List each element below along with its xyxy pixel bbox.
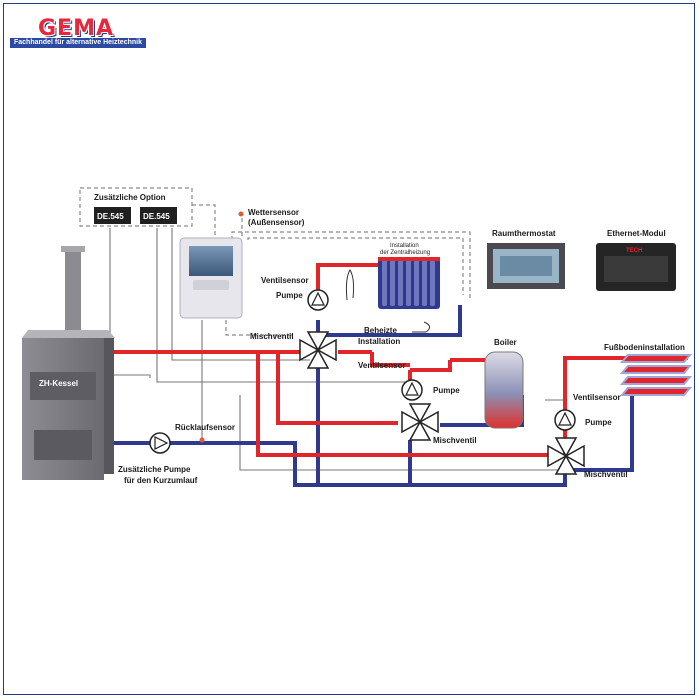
pump-1-label: Pumpe <box>276 291 303 300</box>
controller-unit <box>179 237 243 319</box>
circuit-2-components: Ventilsensor Pumpe Mischventil <box>358 361 477 445</box>
mixing-valve-2-icon <box>401 403 439 441</box>
pump-3-icon <box>554 409 576 431</box>
zh-kessel-label: ZH-Kessel <box>39 379 78 388</box>
circuit-3-components: Ventilsensor Pumpe Mischventil <box>547 393 628 479</box>
pump-3-label: Pumpe <box>585 418 612 427</box>
mixing-valve-2-label: Mischventil <box>433 436 477 445</box>
extra-pump-sublabel: für den Kurzumlauf <box>124 476 198 485</box>
pump-2-label: Pumpe <box>433 386 460 395</box>
mixing-valve-3-icon <box>547 437 585 475</box>
ethernet-brand-label: TECH <box>626 248 642 254</box>
optional-modules: Zusätzliche Option DE.545 DE.545 <box>94 193 177 224</box>
extra-pump: Zusätzliche Pumpe für den Kurzumlauf <box>118 432 198 485</box>
heated-installation-sublabel: Installation <box>358 337 400 346</box>
radiator-installation: Installation der Zentralheizung Beheizte… <box>345 243 440 346</box>
boiler-label: Boiler <box>494 338 517 347</box>
mixing-valve-3-label: Mischventil <box>584 470 628 479</box>
logo-wordmark: GEMA <box>38 16 115 41</box>
option-box-label: Zusätzliche Option <box>94 193 166 202</box>
pump-1-icon <box>307 289 329 311</box>
page-frame <box>3 3 695 695</box>
return-sensor: Rücklaufsensor <box>175 423 235 443</box>
mixing-valve-1-icon <box>299 331 337 369</box>
valve-sensor-1-label: Ventilsensor <box>261 276 309 285</box>
room-thermostat-label: Raumthermostat <box>492 229 556 238</box>
extra-pump-icon <box>149 432 171 454</box>
floor-heating: Fußbodeninstallation <box>604 343 693 396</box>
control-wiring <box>79 187 471 336</box>
logo-tagline: Fachhandel für alternative Heiztechnik <box>10 38 146 48</box>
ethernet-module: Ethernet-Modul TECH <box>596 229 676 291</box>
module-2-label: DE.545 <box>143 212 170 221</box>
installation-label: Installation <box>390 243 419 249</box>
weather-sensor-label: Wettersensor <box>248 208 299 217</box>
module-1-label: DE.545 <box>97 212 124 221</box>
valve-sensor-2-label: Ventilsensor <box>358 361 406 370</box>
room-thermostat: Raumthermostat <box>487 229 565 289</box>
weather-sensor-sublabel: (Außensensor) <box>248 218 305 227</box>
return-sensor-label: Rücklaufsensor <box>175 423 235 432</box>
pump-2-icon <box>401 379 423 401</box>
floor-heating-label: Fußbodeninstallation <box>604 343 685 352</box>
circuit-1-components: Ventilsensor Pumpe Mischventil <box>250 276 337 369</box>
extra-pump-label: Zusätzliche Pumpe <box>118 465 191 474</box>
hot-water-boiler: Boiler <box>484 338 524 429</box>
zh-kessel-boiler: ZH-Kessel <box>22 246 115 480</box>
heated-installation-label: Beheizte <box>364 326 397 335</box>
mixing-valve-1-label: Mischventil <box>250 332 294 341</box>
signal-wires <box>109 228 565 471</box>
ethernet-module-label: Ethernet-Modul <box>607 229 666 238</box>
valve-sensor-3-label: Ventilsensor <box>573 393 621 402</box>
weather-sensor: Wettersensor (Außensensor) <box>238 208 305 227</box>
installation-sublabel: der Zentralheizung <box>380 250 430 256</box>
